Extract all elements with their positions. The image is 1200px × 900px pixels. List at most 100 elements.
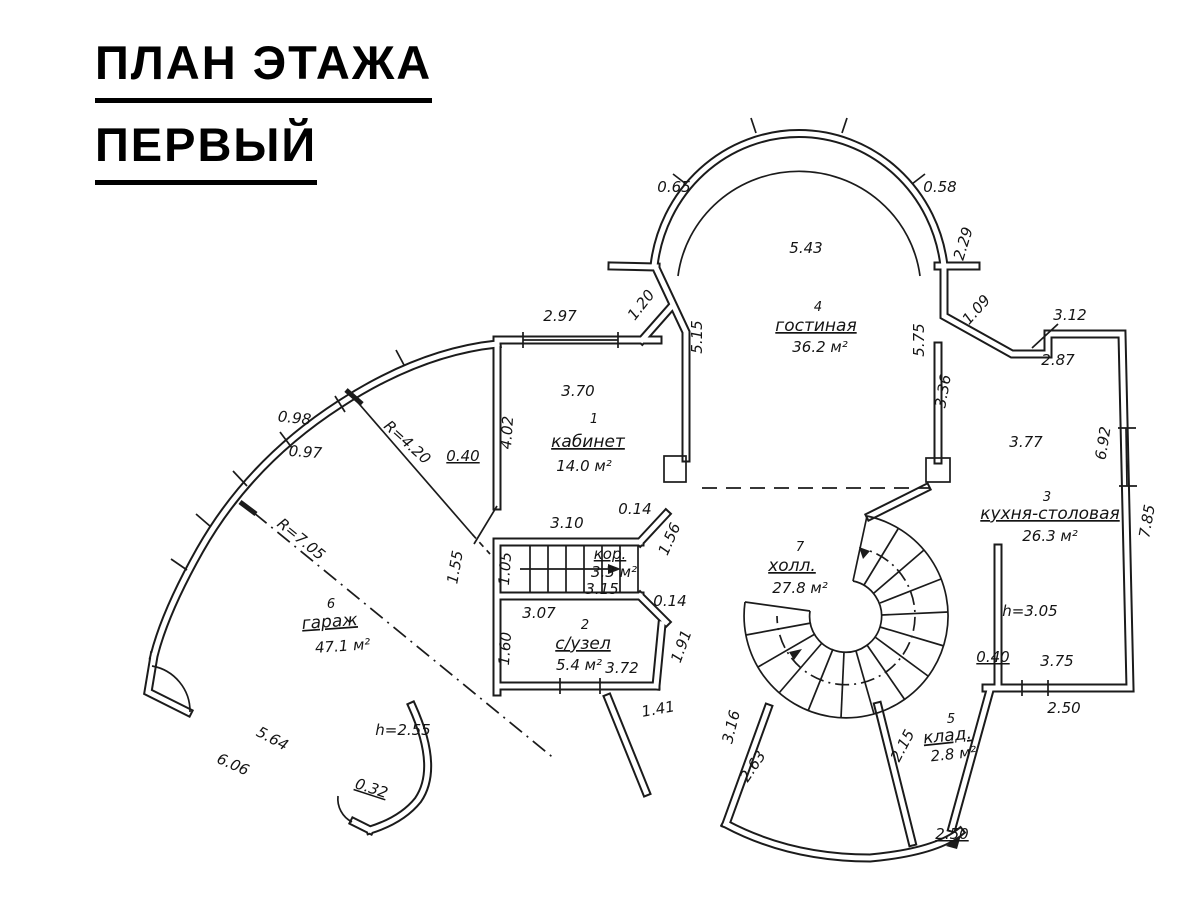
room-gostinaya-number: 4 (814, 300, 822, 315)
walls (148, 134, 1130, 858)
dim-hall-radial1: 1.41 (640, 697, 676, 721)
dim-garage-arc1: 0.98 (277, 407, 312, 428)
dim-hall-opening: 2.63 (736, 747, 770, 785)
garage-arc-window-ticks (170, 349, 405, 571)
kabinet-window (522, 332, 619, 348)
dim-gost-right: 5.75 (910, 323, 928, 356)
room-garage-name: гараж (301, 610, 359, 634)
dim-kitchen-top2: 2.87 (1041, 351, 1075, 369)
kitchen-right-window (1118, 427, 1137, 487)
dim-corridor-top: 3.10 (550, 514, 583, 532)
room-kitchen-number: 3 (1043, 490, 1051, 505)
room-corridor-area: 3.3 м² (591, 563, 637, 581)
room-hall-number: 7 (796, 540, 805, 555)
spiral-staircase (743, 515, 949, 719)
dim-garage-arc2: 0.97 (288, 442, 323, 462)
spiral-walk-line (776, 550, 916, 686)
title-line-2: ПЕРВЫЙ (95, 119, 318, 185)
radius-420-tick (344, 388, 364, 406)
dim-kitchen-height: h=3.05 (1002, 602, 1057, 620)
dim-kitchen-width: 3.77 (1009, 433, 1043, 451)
spiral-outer-arc (743, 515, 949, 719)
dim-garage-height: h=2.55 (375, 721, 430, 739)
spiral-cap-left (744, 601, 811, 612)
dim-sanuzel-diag: 1.91 (667, 628, 695, 666)
room-klad-number: 5 (947, 712, 955, 727)
dim-kitchen-window2: 3.75 (1040, 652, 1073, 670)
dim-kabinet-window: 2.97 (543, 307, 577, 325)
living-room-left-niche (663, 455, 687, 483)
title-line-1: ПЛАН ЭТАЖА (95, 37, 433, 103)
dim-kitchen-top: 3.12 (1053, 306, 1086, 324)
dim-bay-left: 0.65 (657, 178, 690, 196)
room-hall-name: холл. (767, 556, 816, 576)
terrace-dim-arrow (946, 835, 961, 849)
radius-420-ext (471, 533, 491, 555)
room-gostinaya-area: 36.2 м² (792, 338, 848, 356)
living-room-right-niche (925, 457, 951, 483)
dim-terrace-door: 0.32 (353, 775, 390, 802)
detail-lines (151, 117, 1137, 823)
room-garage-number: 6 (327, 597, 335, 612)
room-sanuzel-area: 5.4 м² (556, 656, 602, 674)
bay-window-sill-arc (677, 170, 921, 277)
room-kitchen-area: 26.3 м² (1022, 527, 1078, 545)
spiral-arrow-1 (859, 547, 870, 559)
room-corridor-name: кор. (594, 545, 627, 563)
dim-sanuzel-top: 3.07 (522, 604, 556, 622)
dim-bay-right: 0.58 (923, 178, 956, 196)
radius-420-line (353, 397, 473, 535)
dim-kabinet-left: 4.02 (497, 415, 517, 450)
room-hall-area: 27.8 м² (772, 579, 828, 597)
dim-sanuzel-left: 1.60 (495, 631, 515, 666)
spiral-arrow-2 (789, 649, 802, 660)
dim-corridor-gap: 0.14 (618, 500, 651, 518)
room-kabinet-name: кабинет (551, 432, 626, 452)
dim-radius-705: R=7.05 (274, 514, 329, 563)
radius-705-line (247, 507, 557, 761)
dim-kabinet-width: 3.70 (561, 382, 594, 400)
dim-garage-wall: 1.55 (443, 549, 467, 585)
dim-corridor-bottom: 3.15 (585, 580, 618, 598)
dim-gost-left: 5.15 (688, 320, 706, 353)
dim-kitchen-window: 6.92 (1092, 425, 1115, 461)
dim-garage-1: 5.64 (253, 723, 291, 755)
room-kabinet-number: 1 (590, 412, 598, 427)
dim-gost-inner: 3.36 (931, 373, 955, 409)
dim-terrace-right: 2.50 (935, 825, 968, 843)
stair-arrow (608, 564, 621, 574)
garage-door-swing (151, 665, 191, 713)
dim-garage-door: 0.40 (446, 447, 479, 465)
room-gostinaya-name: гостиная (775, 316, 856, 336)
kitchen-bottom-window (1021, 680, 1049, 696)
radius-705-tick (238, 500, 258, 516)
drawing-title: ПЛАН ЭТАЖА ПЕРВЫЙ (95, 37, 433, 202)
room-klad-area: 2.8 м² (930, 743, 978, 766)
corridor-staircase (520, 546, 639, 592)
dim-sanuzel-bottom: 3.72 (605, 659, 638, 677)
walls-core (148, 134, 1130, 858)
dim-garage-2: 6.06 (214, 749, 252, 779)
bay-window-mullions (672, 117, 926, 185)
sanuzel-window (559, 678, 601, 694)
kitchen-top-leader (1031, 323, 1059, 349)
dim-klad-side: 2.15 (887, 727, 919, 765)
dim-corridor-left: 1.05 (495, 551, 515, 586)
room-kabinet-area: 14.0 м² (556, 457, 612, 475)
dim-kitchen-pier: 0.40 (976, 648, 1009, 666)
room-sanuzel-name: с/узел (555, 634, 611, 654)
dim-sanuzel-gap: 0.14 (653, 592, 686, 610)
dim-kitchen-right: 7.85 (1135, 503, 1159, 539)
dim-bay-width: 5.43 (789, 239, 822, 257)
dim-kitchen-bottom: 2.50 (1047, 699, 1080, 717)
terrace-door-swing (337, 795, 353, 823)
room-garage-area: 47.1 м² (314, 635, 371, 657)
walls-outline (148, 134, 1130, 858)
dim-hall-radial2: 3.16 (718, 708, 744, 745)
room-sanuzel-number: 2 (581, 618, 589, 633)
room-kitchen-name: кухня-столовая (980, 504, 1119, 524)
garage-inner-door-leaf (473, 505, 498, 545)
dim-gost-diag: 2.29 (950, 225, 977, 262)
